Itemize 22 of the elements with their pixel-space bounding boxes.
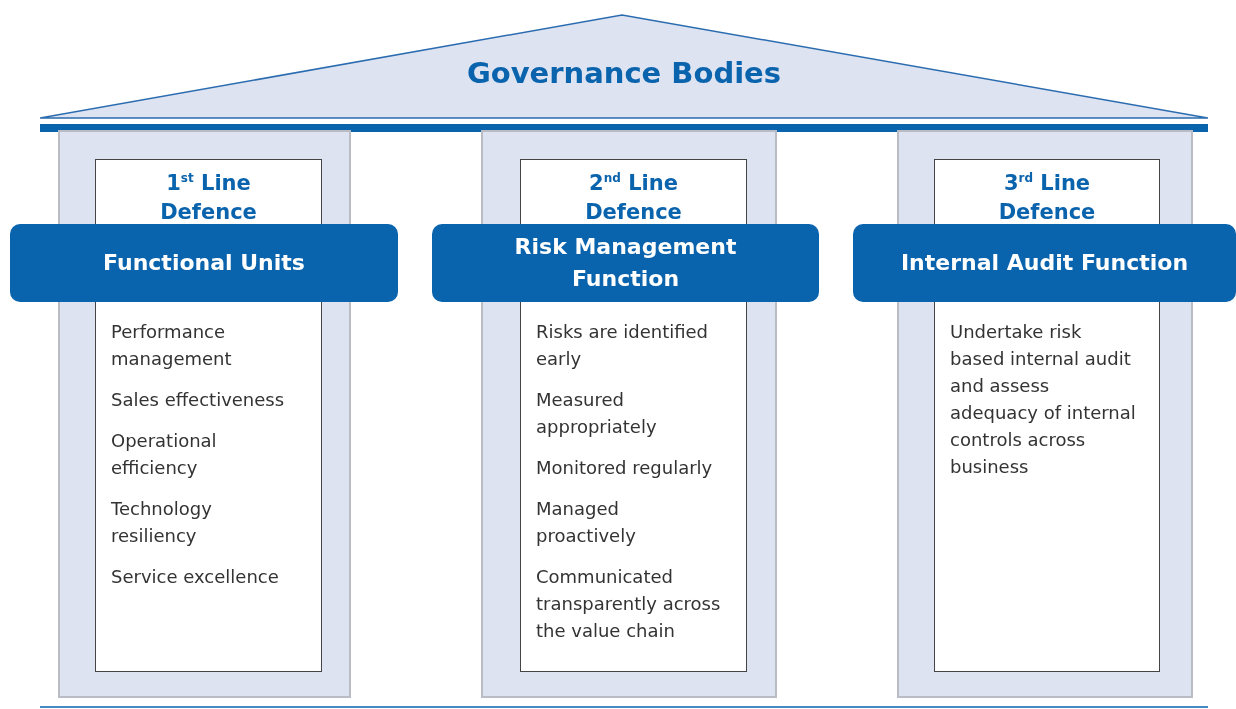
list-item: Communicated transparently across the value chain: [536, 565, 722, 643]
line-heading: 3$^{rd}$ Line Defence: [997, 170, 1097, 226]
roof-title: Governance Bodies: [465, 56, 783, 90]
banner-title: Risk Management Function: [513, 233, 738, 293]
function-banner: [10, 224, 398, 302]
list-item: Risks are identified early: [536, 320, 710, 371]
list-item: Sales effectiveness: [111, 388, 286, 412]
list-item: Operational efficiency: [111, 429, 218, 480]
line-heading: 2$^{nd}$ Line Defence: [584, 170, 683, 226]
banner-title: Functional Units: [102, 249, 306, 277]
list-item: Service excellence: [111, 565, 280, 589]
list-item: Monitored regularly: [536, 456, 714, 480]
banner-title: Internal Audit Function: [899, 249, 1190, 277]
roof: [40, 12, 1208, 120]
function-banner: [853, 224, 1236, 302]
list-item: Technology resiliency: [111, 497, 213, 548]
list-item: Undertake risk based internal audit and assess adequacy of internal controls across business: [950, 320, 1137, 479]
list-item: Managed proactively: [536, 497, 637, 548]
list-item: Performance management: [111, 320, 233, 371]
function-banner: [432, 224, 819, 302]
line-heading: 1$^{st}$ Line Defence: [159, 170, 258, 226]
list-item: Measured appropriately: [536, 388, 658, 439]
